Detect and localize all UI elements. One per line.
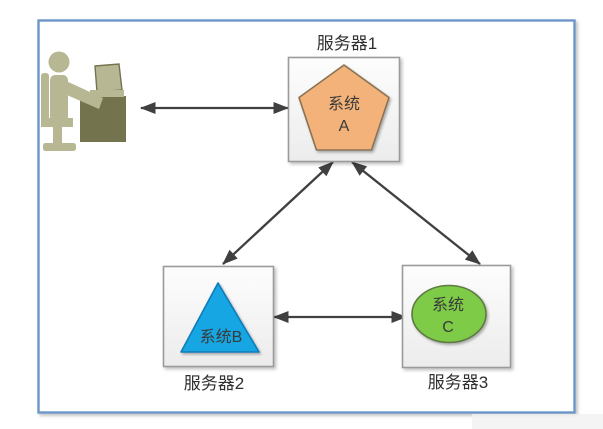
- system-a-pentagon: [298, 64, 390, 151]
- chair-back: [41, 73, 49, 122]
- system-c-ellipse: [411, 284, 487, 344]
- system-a-label-line2: A: [339, 118, 350, 135]
- system-c-label-line1: 系统: [432, 296, 464, 314]
- system-b-triangle: [180, 282, 260, 353]
- server2-node: 系统B 服务器2: [162, 265, 275, 393]
- system-a-label-line1: 系统: [328, 95, 360, 113]
- laptop-keyboard: [90, 90, 124, 97]
- server3-label: 服务器3: [428, 373, 488, 392]
- system-b-label: 系统B: [200, 328, 243, 346]
- person-head: [48, 51, 70, 73]
- watermark-strip: [472, 414, 603, 429]
- server3-node: 系统 C 服务器3: [401, 264, 512, 392]
- server1-label: 服务器1: [317, 34, 377, 53]
- chair-seat: [41, 118, 73, 127]
- laptop-screen: [94, 63, 123, 93]
- connections: [140, 102, 481, 323]
- person-at-computer-icon: [41, 51, 126, 151]
- system-c-label-line2: C: [442, 319, 454, 336]
- link-server1-server2: [222, 161, 334, 265]
- chair-base: [43, 143, 76, 151]
- link-server1-server3: [351, 161, 481, 265]
- chair-pole: [53, 127, 62, 144]
- server2-label: 服务器2: [184, 374, 244, 393]
- person-arm: [60, 80, 103, 109]
- server1-node: 系统 A 服务器1: [287, 34, 401, 163]
